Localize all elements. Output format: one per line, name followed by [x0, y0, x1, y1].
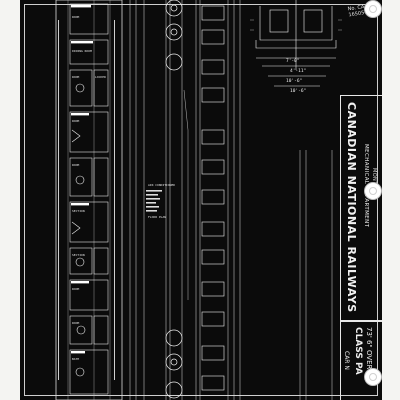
binder-hole — [364, 182, 382, 200]
plan-label: DINING ROOM — [72, 49, 92, 53]
dimension-label: 10'-6" — [286, 78, 302, 84]
note-text: FLOOR PLAN — [148, 215, 166, 219]
plan-label: ROOM — [72, 163, 79, 167]
dimension-label: 4'-11" — [290, 68, 306, 74]
plan-label: SECTION — [72, 253, 85, 257]
dimension-label: 10'-6" — [290, 88, 306, 94]
plan-label: LOCKER — [95, 75, 106, 79]
note-text: AIR CONDITIONED — [148, 183, 175, 187]
plan-label: ROOM — [72, 321, 79, 325]
plan-label: SECTION — [72, 209, 85, 213]
plan-label: ROOM — [72, 287, 79, 291]
car-info-block: 73' 6" OVER CLASS PA CAR N — [340, 320, 382, 400]
plan-label: ROOM — [72, 119, 79, 123]
company-name: CANADIAN NATIONAL RAILWAYS — [345, 102, 358, 313]
dimension-label: 7'-0" — [286, 58, 300, 64]
blueprint-sheet: ROOM DINING ROOM ROOM ROOM LOCKER ROOM S… — [20, 0, 382, 400]
car-number: CAR N — [343, 351, 350, 370]
car-class: CLASS PA — [353, 327, 363, 375]
plan-label: ROOM — [72, 75, 79, 79]
floor-plan: ROOM DINING ROOM ROOM ROOM LOCKER ROOM S… — [55, 0, 123, 400]
title-block: CANADIAN NATIONAL RAILWAYS MECHANICAL DE… — [340, 95, 382, 322]
side-elevation: AIR CONDITIONED FLOOR PLAN — [129, 0, 241, 400]
binder-hole — [364, 0, 382, 18]
binder-hole — [364, 368, 382, 386]
drawing-border — [24, 4, 378, 396]
plan-label: BATH — [72, 357, 79, 361]
elevation-lines — [299, 150, 333, 400]
car-length: 73' 6" OVER — [365, 327, 373, 370]
end-section: 7'-0" 4'-11" 10'-6" 10'-6" — [250, 0, 342, 94]
plan-label: ROOM — [72, 15, 79, 19]
